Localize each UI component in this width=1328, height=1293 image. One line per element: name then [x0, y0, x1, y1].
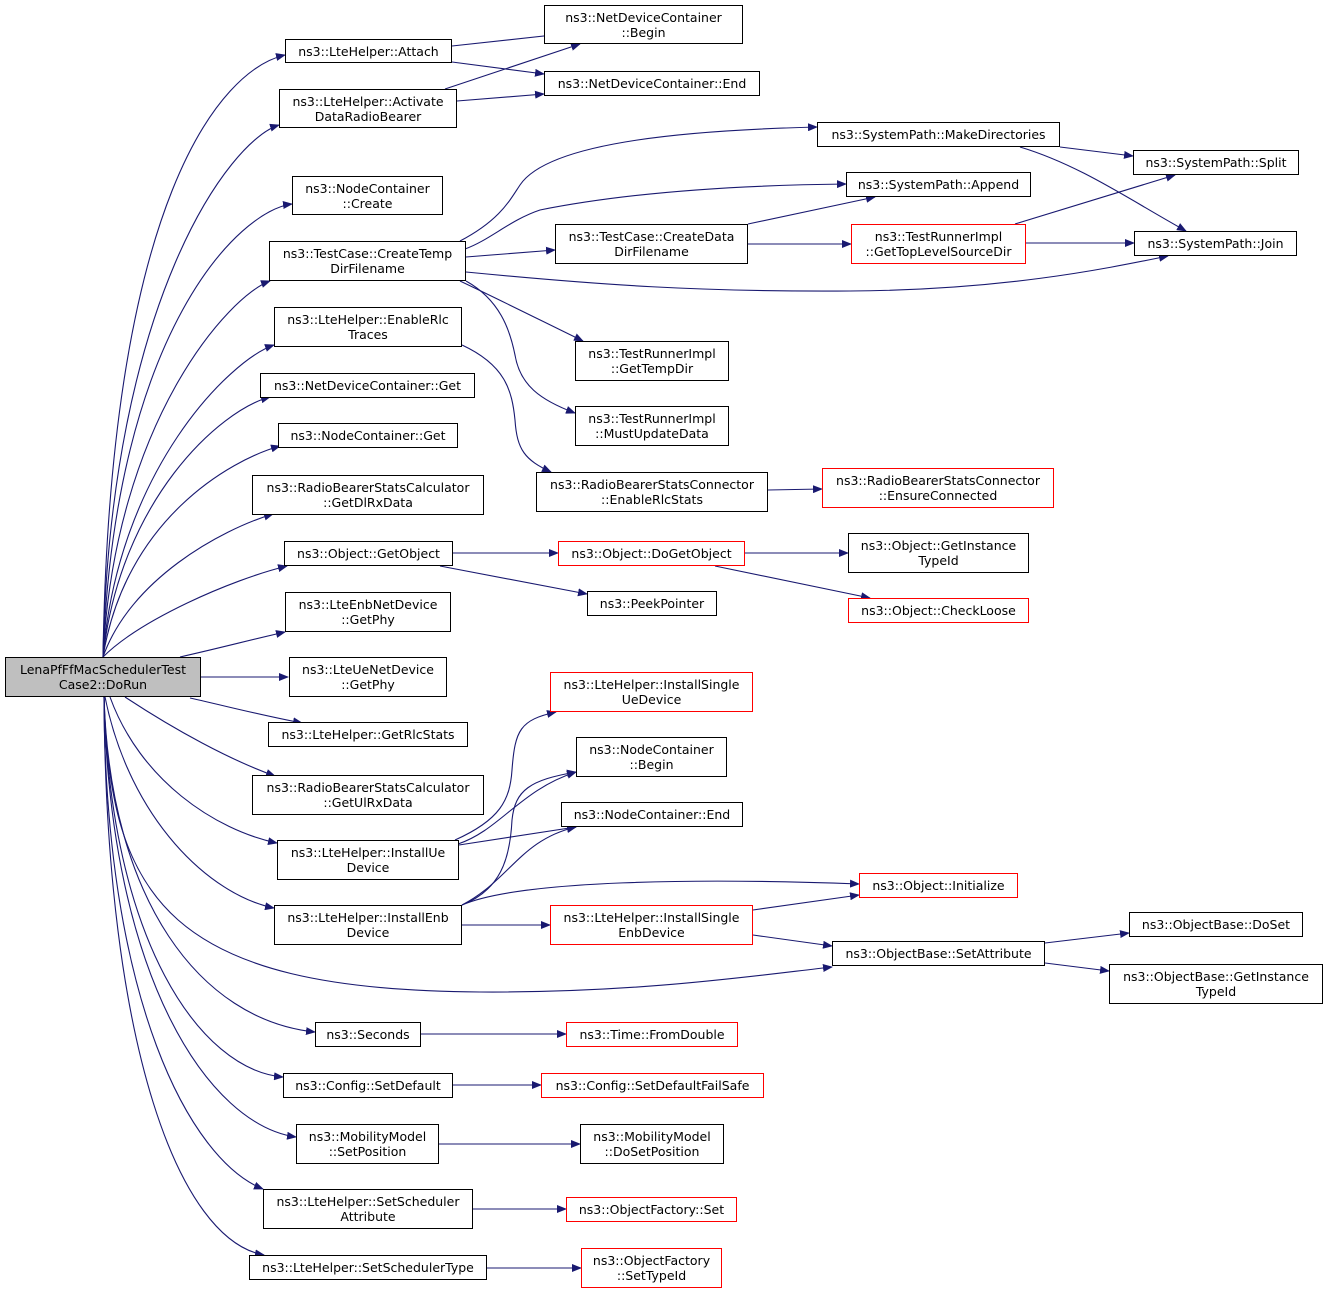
- node-activate-data-radio-bearer[interactable]: ns3::LteHelper::Activate DataRadioBearer: [279, 89, 457, 128]
- node-testrunner-must-update-data[interactable]: ns3::TestRunnerImpl ::MustUpdateData: [575, 406, 729, 446]
- edge-root-getobject: [102, 564, 288, 658]
- edge-enablerlc-stats: [461, 344, 552, 473]
- node-seconds[interactable]: ns3::Seconds: [315, 1022, 421, 1047]
- node-ltuenetdevice-getphy[interactable]: ns3::LteUeNetDevice ::GetPhy: [289, 657, 447, 697]
- edge-root-get-ul: [124, 696, 276, 777]
- node-objectbase-get-instance-typeid[interactable]: ns3::ObjectBase::GetInstance TypeId: [1109, 964, 1323, 1004]
- node-enable-rlc-traces[interactable]: ns3::LteHelper::EnableRlc Traces: [274, 307, 462, 347]
- edge-setattr-doset: [1044, 930, 1130, 944]
- edge-root-install-enb: [104, 696, 275, 911]
- node-netdevicecontainer-end[interactable]: ns3::NetDeviceContainer::End: [544, 71, 760, 96]
- node-objectfactory-set[interactable]: ns3::ObjectFactory::Set: [566, 1197, 737, 1222]
- edge-setattr-instance: [1044, 962, 1110, 974]
- node-objectbase-setattribute[interactable]: ns3::ObjectBase::SetAttribute: [832, 941, 1045, 966]
- edge-root-get-dl: [102, 512, 274, 658]
- node-nodecontainer-end[interactable]: ns3::NodeContainer::End: [561, 802, 743, 827]
- edge-toplevel-split: [1014, 173, 1176, 225]
- edge-tmpdir-datadir: [465, 246, 556, 258]
- node-systempath-append[interactable]: ns3::SystemPath::Append: [846, 172, 1031, 197]
- node-testrunner-get-temp-dir[interactable]: ns3::TestRunnerImpl ::GetTempDir: [575, 341, 729, 381]
- node-peekpointer[interactable]: ns3::PeekPointer: [587, 591, 717, 616]
- edge-root-nc-get: [102, 444, 281, 658]
- edge-root-setdefault: [103, 696, 284, 1081]
- edge-installue-ncbegin: [457, 770, 577, 845]
- edge-mkdirs-split: [1059, 146, 1134, 159]
- node-object-initialize[interactable]: ns3::Object::Initialize: [859, 873, 1018, 898]
- edge-root-seconds: [103, 696, 316, 1036]
- node-install-single-ue-device[interactable]: ns3::LteHelper::InstallSingle UeDevice: [550, 672, 753, 712]
- node-set-scheduler-attribute[interactable]: ns3::LteHelper::SetScheduler Attribute: [263, 1189, 473, 1229]
- node-root-dorun: LenaPfFfMacSchedulerTest Case2::DoRun: [5, 657, 201, 697]
- edge-installue-ncend: [458, 824, 577, 846]
- node-get-ul-rx-data[interactable]: ns3::RadioBearerStatsCalculator ::GetUlR…: [252, 775, 484, 815]
- edge-activate-ndc-end: [456, 90, 545, 102]
- node-install-ue-device[interactable]: ns3::LteHelper::InstallUe Device: [277, 840, 459, 880]
- node-netdevicecontainer-get[interactable]: ns3::NetDeviceContainer::Get: [260, 373, 475, 398]
- edge-installue-singleue: [454, 710, 557, 841]
- node-objectbase-doset[interactable]: ns3::ObjectBase::DoSet: [1129, 912, 1303, 937]
- node-mobilitymodel-setposition[interactable]: ns3::MobilityModel ::SetPosition: [296, 1124, 439, 1164]
- node-create-temp-dir-filename[interactable]: ns3::TestCase::CreateTemp DirFilename: [269, 241, 466, 281]
- node-object-dogetobject[interactable]: ns3::Object::DoGetObject: [558, 541, 745, 566]
- edge-singleenb-setattr: [752, 934, 833, 949]
- edge-root-setposition: [103, 696, 297, 1140]
- node-object-checkloose[interactable]: ns3::Object::CheckLoose: [848, 598, 1029, 623]
- edge-getobject-peek: [439, 565, 588, 597]
- node-systempath-join[interactable]: ns3::SystemPath::Join: [1134, 231, 1297, 256]
- node-nodecontainer-get[interactable]: ns3::NodeContainer::Get: [278, 423, 458, 448]
- node-enable-rlc-stats[interactable]: ns3::RadioBearerStatsConnector ::EnableR…: [536, 472, 768, 512]
- node-get-dl-rx-data[interactable]: ns3::RadioBearerStatsCalculator ::GetDlR…: [252, 475, 484, 515]
- edge-root-sched-attr: [103, 696, 264, 1190]
- node-lteenbnetdevice-getphy[interactable]: ns3::LteEnbNetDevice ::GetPhy: [285, 592, 451, 632]
- edge-tmpdir-gettempdir: [459, 280, 584, 342]
- edge-activate-ndc-begin: [444, 43, 581, 90]
- edge-root-attach: [102, 53, 286, 658]
- edge-root-tmpdir: [102, 280, 271, 658]
- node-nodecontainer-create[interactable]: ns3::NodeContainer ::Create: [292, 176, 443, 215]
- edge-dogetobject-checkloose: [714, 565, 871, 601]
- edge-root-activate: [102, 123, 280, 658]
- node-attach[interactable]: ns3::LteHelper::Attach: [285, 39, 452, 63]
- node-mobilitymodel-dosetposition[interactable]: ns3::MobilityModel ::DoSetPosition: [580, 1124, 724, 1164]
- edge-tmpdir-join: [465, 253, 1169, 292]
- edge-installenb-ncbegin: [461, 769, 577, 906]
- node-object-get-instance-typeid[interactable]: ns3::Object::GetInstance TypeId: [848, 533, 1029, 573]
- node-config-setdefaultfailsafe[interactable]: ns3::Config::SetDefaultFailSafe: [541, 1073, 764, 1098]
- edge-installenb-ncend: [461, 825, 577, 906]
- node-ensure-connected[interactable]: ns3::RadioBearerStatsConnector ::EnsureC…: [822, 468, 1054, 508]
- edge-tmpdir-append: [464, 180, 847, 250]
- edge-root-install-ue: [109, 696, 278, 846]
- node-objectfactory-settypeid[interactable]: ns3::ObjectFactory ::SetTypeId: [581, 1248, 722, 1288]
- node-set-scheduler-type[interactable]: ns3::LteHelper::SetSchedulerType: [249, 1255, 487, 1280]
- node-object-getobject[interactable]: ns3::Object::GetObject: [284, 541, 453, 566]
- edge-root-enable-rlc: [102, 344, 275, 658]
- node-nodecontainer-begin[interactable]: ns3::NodeContainer ::Begin: [576, 737, 727, 777]
- edge-datadir-append: [747, 194, 876, 225]
- edge-root-rlc-stats: [189, 697, 303, 726]
- edge-tmpdir-mkdirs: [459, 123, 818, 242]
- edge-attach-ndc-begin: [451, 30, 563, 47]
- edge-tmpdir-mustupdate: [465, 280, 576, 414]
- edge-mkdirs-join: [1019, 146, 1187, 232]
- node-install-enb-device[interactable]: ns3::LteHelper::InstallEnb Device: [274, 905, 462, 945]
- edge-root-enb-getphy: [179, 630, 286, 658]
- node-get-top-level-source-dir[interactable]: ns3::TestRunnerImpl ::GetTopLevelSourceD…: [851, 224, 1026, 264]
- edge-singleenb-initialize: [752, 892, 860, 911]
- node-time-fromdouble[interactable]: ns3::Time::FromDouble: [566, 1022, 738, 1047]
- node-systempath-makedirectories[interactable]: ns3::SystemPath::MakeDirectories: [817, 122, 1060, 147]
- node-netdevicecontainer-begin[interactable]: ns3::NetDeviceContainer ::Begin: [544, 5, 743, 44]
- edge-enablerlcstats-ensure: [767, 485, 823, 494]
- edge-attach-ndc-end: [451, 61, 545, 77]
- node-create-data-dir-filename[interactable]: ns3::TestCase::CreateData DirFilename: [555, 224, 748, 264]
- edge-installenb-initialize: [461, 879, 860, 906]
- edge-root-sched-type: [103, 696, 265, 1258]
- node-systempath-split[interactable]: ns3::SystemPath::Split: [1133, 150, 1299, 175]
- edge-root-nc-create: [102, 201, 293, 658]
- node-install-single-enb-device[interactable]: ns3::LteHelper::InstallSingle EnbDevice: [550, 905, 753, 945]
- node-get-rlc-stats[interactable]: ns3::LteHelper::GetRlcStats: [268, 722, 468, 747]
- node-config-setdefault[interactable]: ns3::Config::SetDefault: [283, 1073, 453, 1098]
- edge-root-ndc-get: [102, 395, 271, 658]
